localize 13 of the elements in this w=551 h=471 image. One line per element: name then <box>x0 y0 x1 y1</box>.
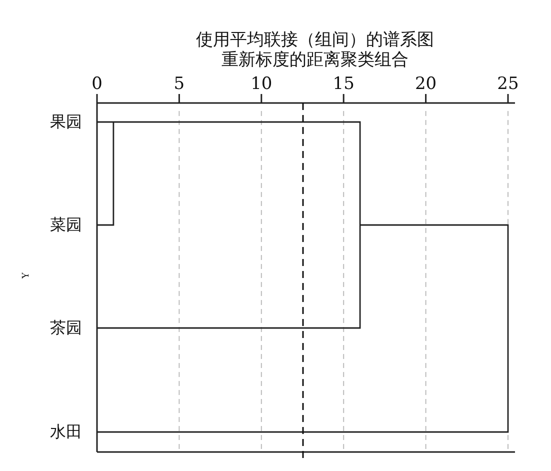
leaf-label: 水田 <box>50 424 82 440</box>
leaf-label: 果园 <box>50 114 82 130</box>
tick-label: 25 <box>497 76 519 93</box>
axis-label: Y <box>22 272 32 278</box>
tick-label: 10 <box>250 76 272 93</box>
chart-title: 使用平均联接（组间）的谱系图 <box>196 32 434 49</box>
tick-label: 0 <box>92 76 102 93</box>
tick-label: 20 <box>414 76 437 93</box>
tick-label: 5 <box>174 76 185 93</box>
leaf-label: 茶园 <box>50 320 82 336</box>
tick-label: 15 <box>332 76 354 93</box>
chart-subtitle: 重新标度的距离聚类组合 <box>222 52 408 69</box>
leaf-label: 菜园 <box>50 217 82 233</box>
